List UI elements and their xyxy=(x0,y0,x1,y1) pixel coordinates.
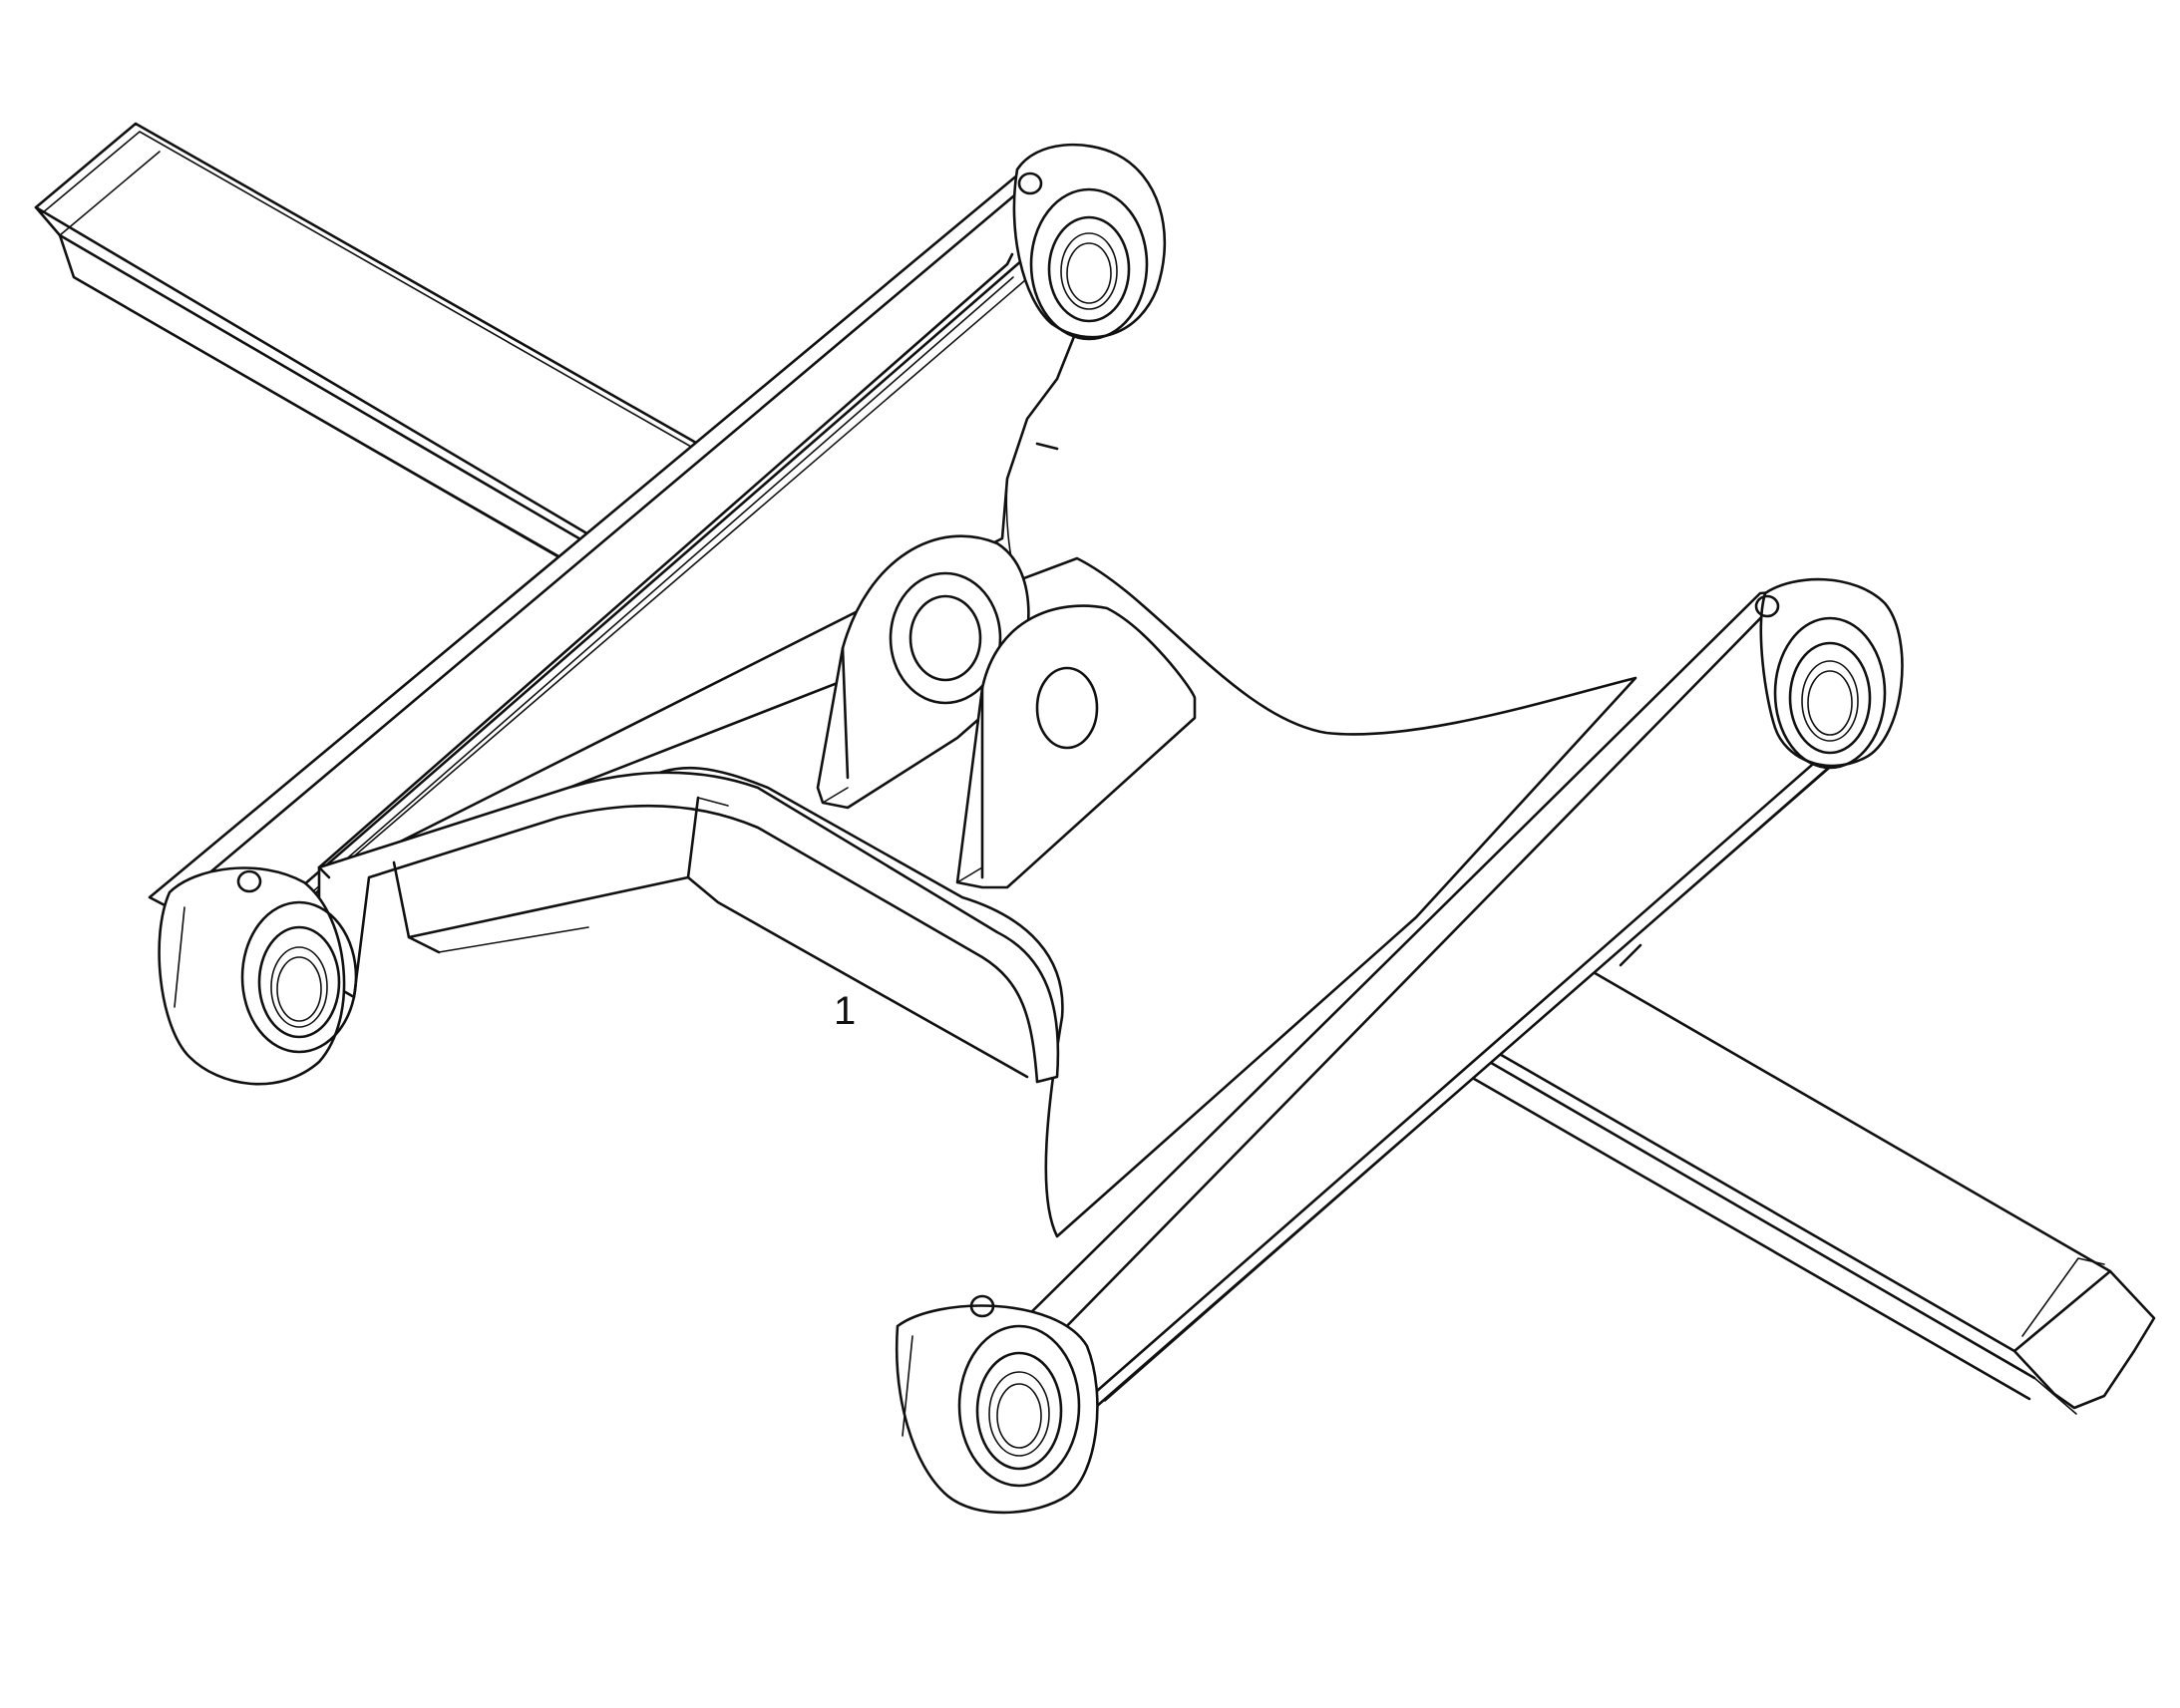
clevis-lug-right xyxy=(955,604,1197,889)
left-crossbeam xyxy=(34,122,705,570)
bushing-bottom-right xyxy=(896,1294,1099,1515)
bushing-top-right xyxy=(1754,577,1904,770)
bushing-top-left xyxy=(1012,143,1167,341)
callout-label-1: 1 xyxy=(834,989,857,1033)
bushing-bottom-left xyxy=(158,866,358,1086)
channel-bracket xyxy=(317,771,1060,1084)
